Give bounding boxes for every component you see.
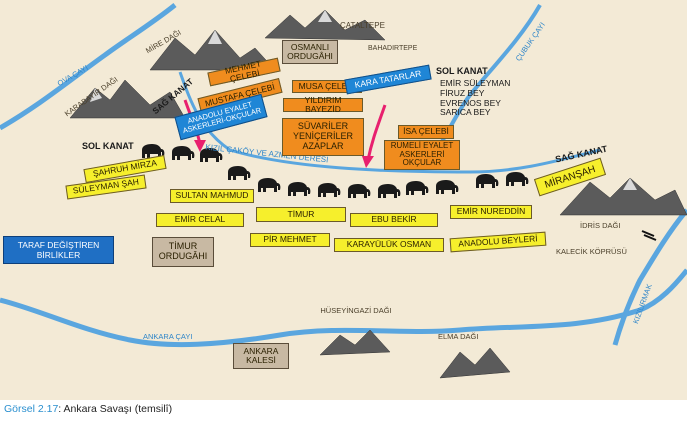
ottoman-left-wing-names: EMİR SÜLEYMAN FİRUZ BEY EVRENOS BEY SARI… (440, 78, 511, 118)
figure-caption: Görsel 2.17: Ankara Savaşı (temsilî) (4, 403, 172, 415)
unit-bayezid: YILDIRIM BAYEZİD (283, 95, 363, 114)
terrain-layer (0, 3, 687, 379)
elephant-icon (200, 148, 223, 162)
mountain-highlights (90, 10, 637, 190)
unit-isa: İSA ÇELEBİ (398, 125, 454, 139)
unit-celal: EMİR CELAL (156, 213, 244, 227)
catal-label: ÇATALTEPE (340, 21, 385, 30)
ottoman-left-wing: SOL KANAT (436, 66, 488, 76)
commander-name: FİRUZ BEY (440, 87, 485, 98)
caption-text: : Ankara Savaşı (temsilî) (58, 403, 173, 415)
ankara-river (0, 268, 687, 348)
unit-timur: TİMUR (256, 207, 346, 222)
ova-river (0, 3, 177, 131)
unit-ebubekir: EBU BEKİR (350, 213, 438, 227)
bridge-icon (641, 230, 657, 241)
elephant-icon (142, 144, 165, 158)
commander-name: SARICA BEY (440, 107, 491, 118)
unit-pirmehmet: PİR MEHMET (250, 233, 330, 247)
elephant-icon (436, 180, 459, 194)
elma-label: ELMA DAĞI (438, 332, 479, 341)
idris-label: İDRİS DAĞI (580, 221, 621, 230)
elephant-icon (476, 174, 499, 188)
ankara-river-label: ANKARA ÇAYI (143, 332, 193, 341)
elephant-icon (288, 182, 311, 196)
elephant-icon (348, 184, 371, 198)
commander-name: EMİR SÜLEYMAN (440, 78, 511, 88)
elephant-icon (506, 172, 529, 186)
huseyingazi-label: HÜSEYİNGAZİ DAĞI (320, 306, 392, 315)
unit-rumeli: RUMELİ EYALET ASKERLERİ OKÇULAR (384, 140, 460, 170)
bahadir-label: BAHADIRTEPE (368, 45, 418, 52)
timur-left-wing: SOL KANAT (82, 141, 134, 151)
unit-suvariler: SÜVARİLER YENİÇERİLER AZAPLAR (282, 118, 364, 156)
ankara-castle: ANKARA KALESİ (233, 343, 289, 369)
elephant-icon (378, 184, 401, 198)
mountain-icon (69, 9, 687, 379)
unit-sultan: SULTAN MAHMUD (170, 189, 254, 203)
unit-nureddin: EMİR NUREDDİN (450, 205, 532, 219)
bridge-label: KALECİK KÖPRÜSÜ (556, 247, 627, 256)
elephant-icon (228, 166, 251, 180)
elephant-icon (406, 181, 429, 195)
elephant-icon (172, 146, 195, 160)
ottoman-camp: OSMANLI ORDUGÂHI (282, 40, 338, 64)
elephant-icon (318, 183, 341, 197)
side-switching-units: TARAF DEĞİŞTİREN BİRLİKLER (3, 236, 114, 264)
caption-label: Görsel 2.17 (4, 403, 59, 415)
unit-karayuluk: KARAYÜLÜK OSMAN (334, 238, 444, 252)
commander-name: EVRENOS BEY (440, 97, 501, 108)
kizilirmak-river (612, 208, 687, 346)
elephant-row (142, 144, 529, 198)
battle-map: OVA ÇAYI ÇUBUK ÇAYI KIZIL ÇAKÖY VE AZMEN… (0, 0, 687, 400)
elephant-icon (258, 178, 281, 192)
timur-camp: TİMUR ORDUGÂHI (152, 237, 214, 267)
